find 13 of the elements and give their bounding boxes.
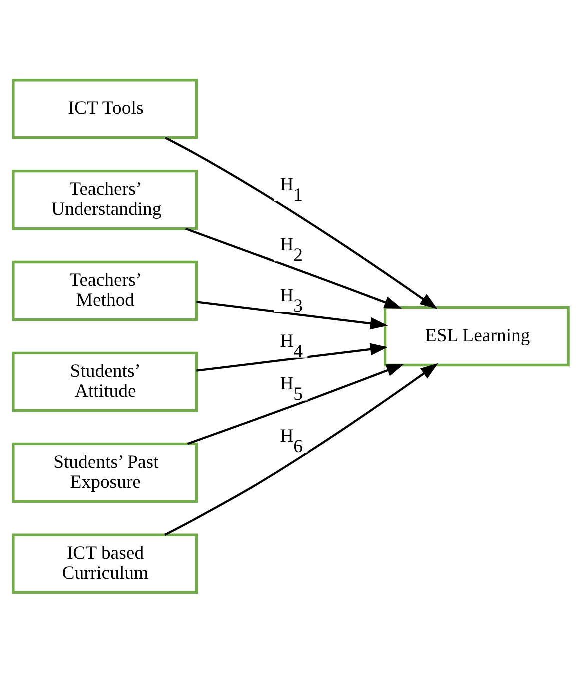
node-box: Teachers’ Understanding (12, 170, 198, 230)
node-box: Students’ Past Exposure (12, 442, 198, 504)
arrow (164, 363, 438, 536)
node-box: ESL Learning (384, 306, 570, 367)
node-box: Students’ Attitude (12, 352, 198, 412)
node-box: ICT based Curriculum (12, 534, 198, 594)
arrow (196, 301, 388, 330)
arrow (165, 137, 438, 310)
arrow (185, 228, 402, 309)
node-box: ICT Tools (12, 79, 198, 140)
arrow (196, 343, 388, 372)
node-box: Teachers’ Method (12, 260, 198, 322)
arrow (187, 364, 404, 446)
